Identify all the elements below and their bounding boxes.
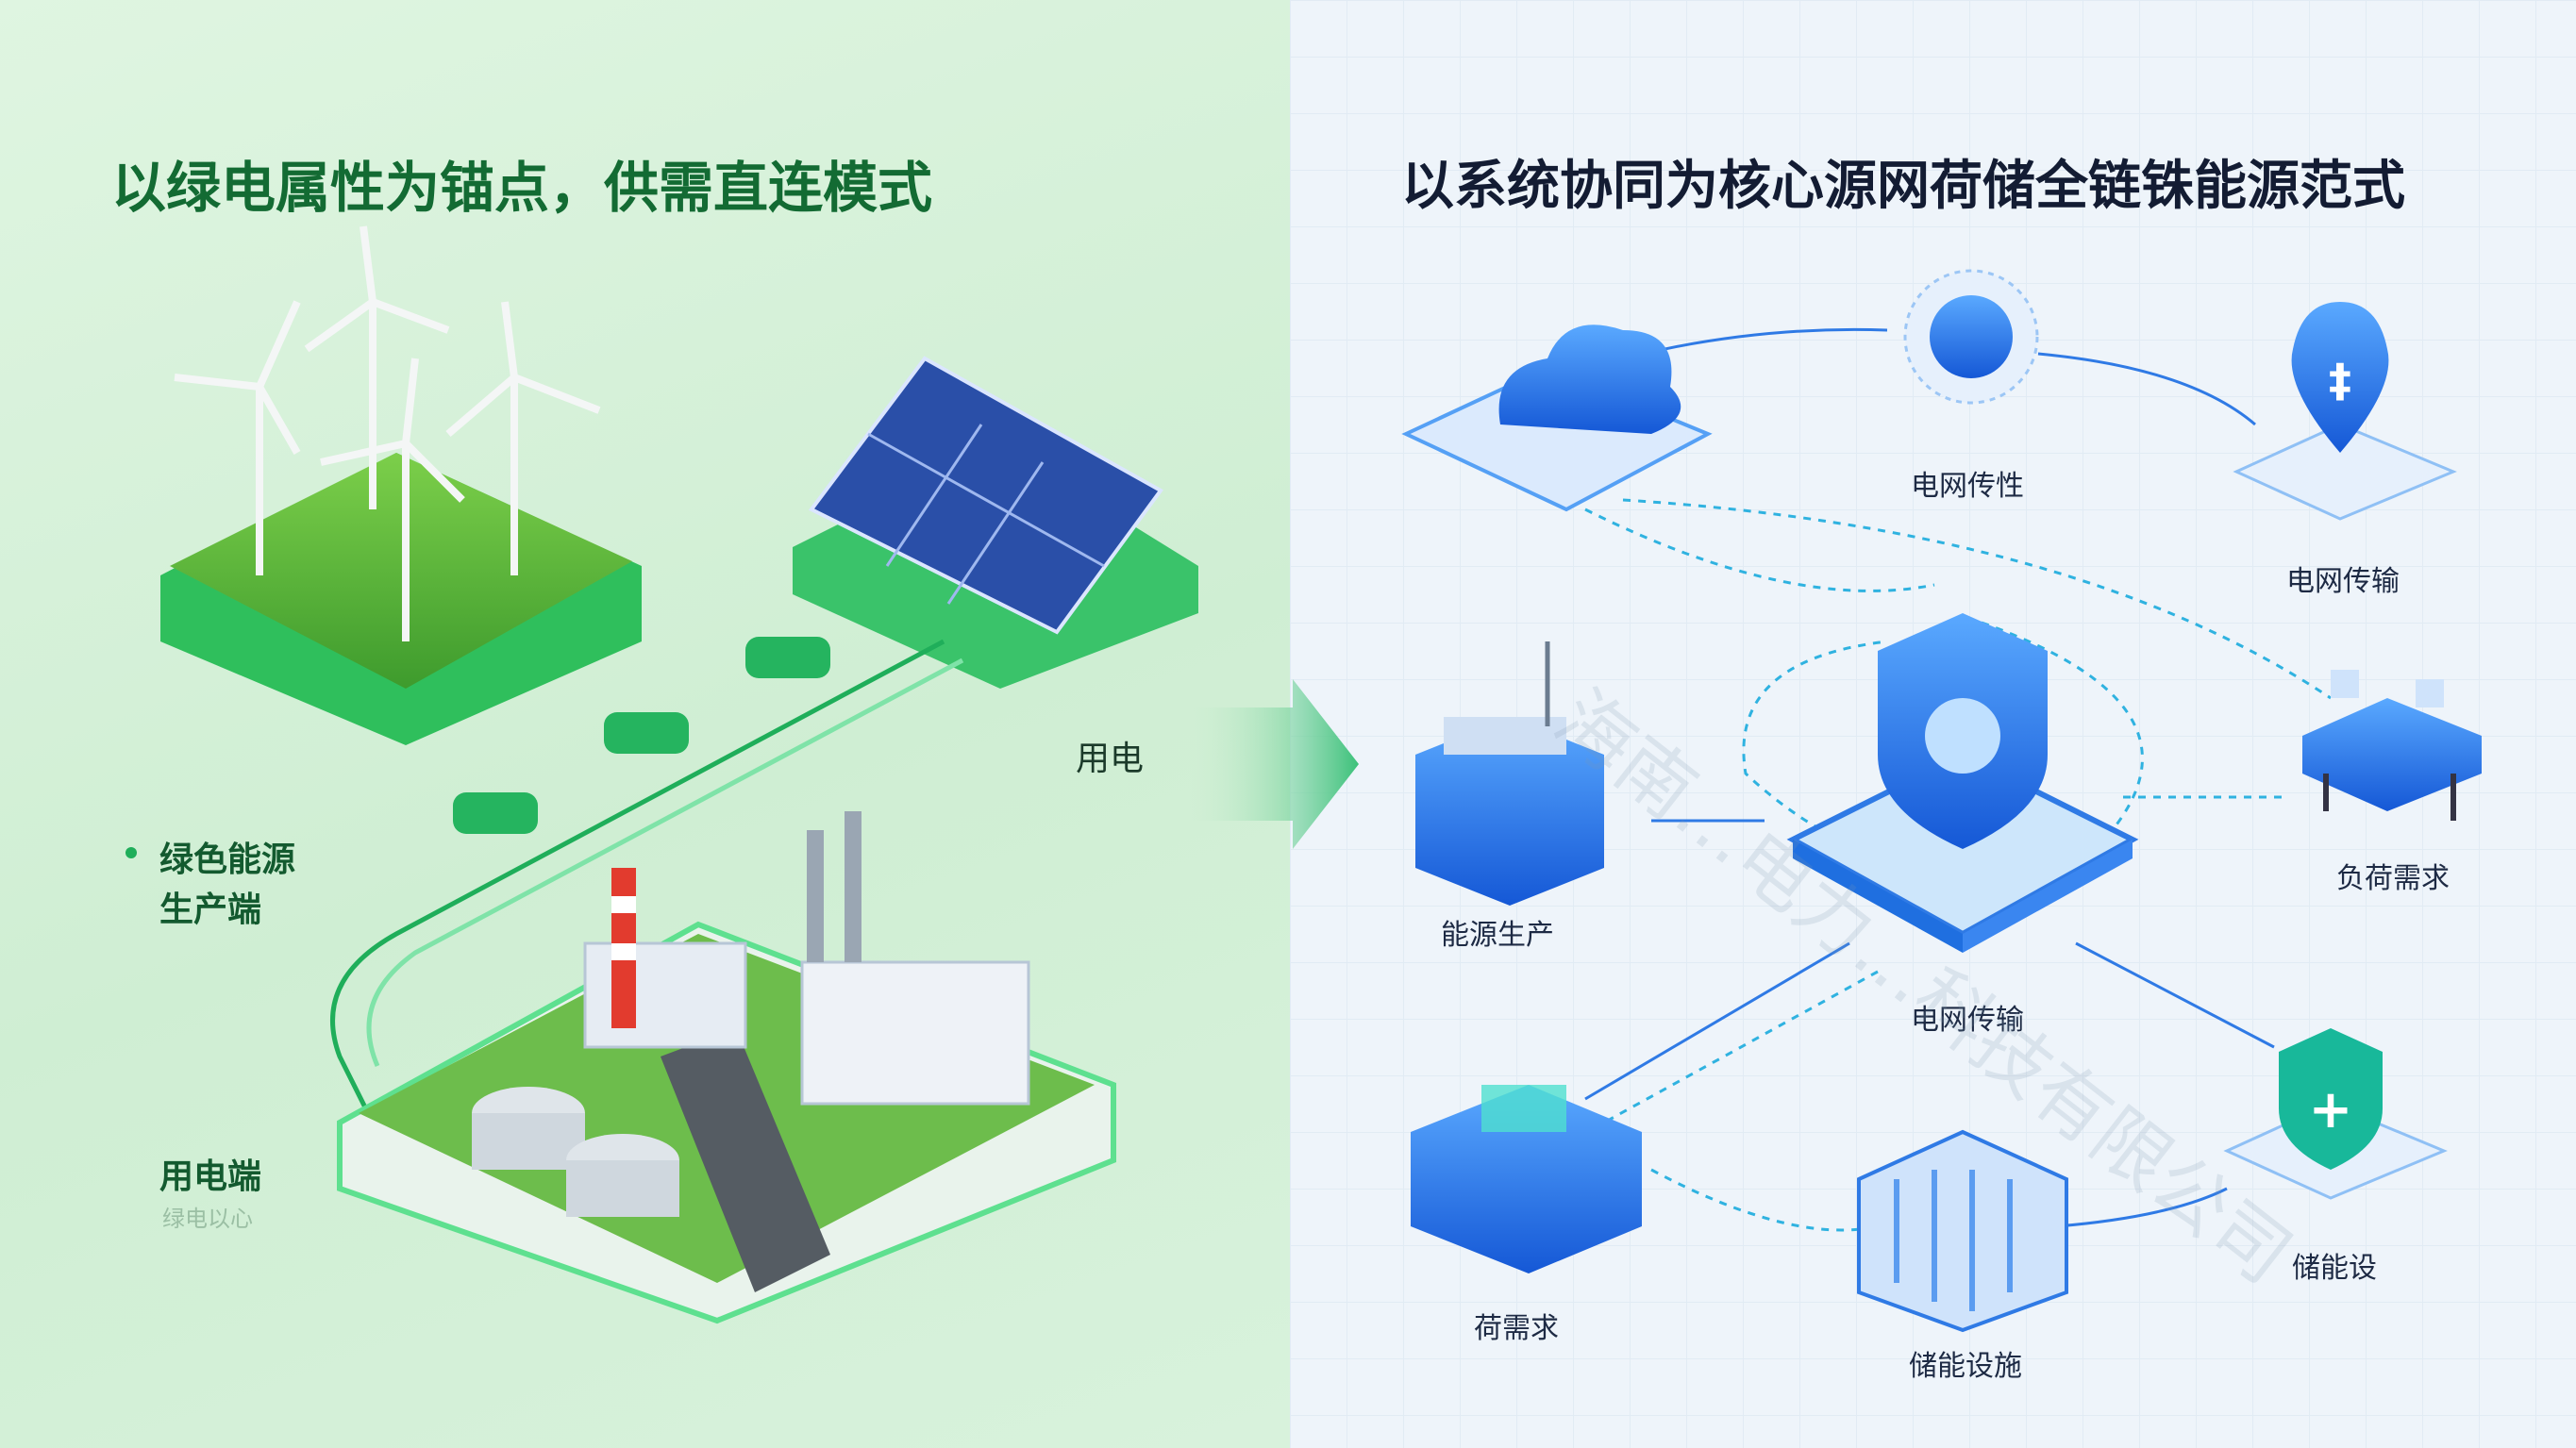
node-label-storage-facility: 储能设施 [1909, 1350, 2022, 1383]
node-label-grid-property: 电网传性 [1911, 470, 2024, 503]
left-title: 以绿电属性为锚点，供需直连模式 [111, 156, 933, 220]
factory-icon [1415, 641, 1604, 906]
producer-label-line1: 绿色能源 [159, 841, 296, 879]
cloud-icon [1401, 325, 1713, 512]
brain-icon [1903, 269, 2039, 405]
wind-farm-icon [160, 225, 642, 745]
right-title: 以系统协同为核心源网荷储全链铢能源范式 [1401, 156, 2405, 217]
location-pin-icon: ‡ [2233, 302, 2457, 521]
building-icon [1411, 1085, 1642, 1273]
node-label-energy-production: 能源生产 [1441, 919, 1554, 952]
svg-text:+: + [2309, 1079, 2353, 1140]
consumer-label: 用电端 [159, 1157, 262, 1196]
usage-label: 用电 [1076, 740, 1145, 778]
shield-gear-icon [1786, 613, 2139, 953]
svg-text:‡: ‡ [2329, 355, 2351, 408]
load-platform-icon [2302, 670, 2482, 821]
shield-plus-icon: + [2223, 1028, 2448, 1200]
node-label-center-transmission: 电网传输 [1911, 1004, 2024, 1037]
node-label-storage: 储能设 [2292, 1252, 2377, 1285]
node-label-demand: 荷需求 [1474, 1312, 1559, 1345]
power-line [330, 639, 964, 1134]
node-label-grid-transmission: 电网传输 [2286, 565, 2400, 598]
solar-panel-icon [793, 356, 1198, 689]
arrow-right-icon [1189, 679, 1359, 849]
producer-label-line2: 生产端 [159, 890, 262, 929]
energy-storage-icon [1857, 1129, 2068, 1333]
consumer-sub-label: 绿电以心 [162, 1206, 253, 1232]
bullet-dot [125, 847, 137, 858]
node-label-load-demand: 负荷需求 [2336, 862, 2450, 895]
factory-icon [337, 811, 1116, 1324]
